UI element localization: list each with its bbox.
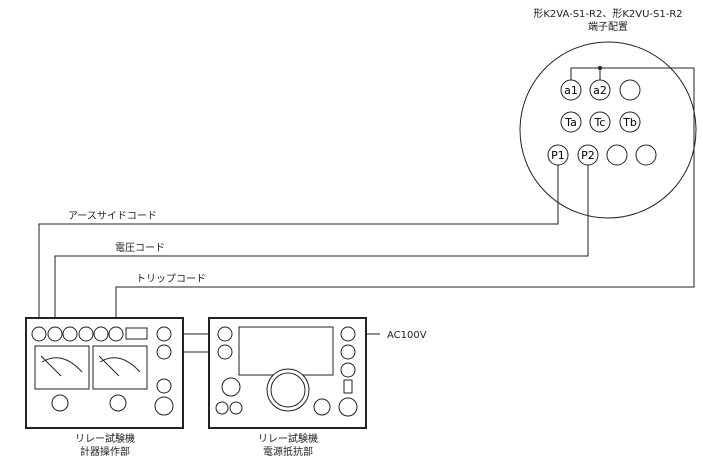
terminal-a1-label: a1	[564, 84, 578, 97]
terminal-ta-label: Ta	[564, 116, 577, 129]
voltage-cord	[54, 165, 589, 327]
voltage-cord-label: 電圧コード	[115, 242, 165, 254]
terminal-tb	[619, 111, 641, 133]
left-unit-label-1: リレー試験機	[75, 432, 135, 445]
meter-operation-unit	[25, 317, 184, 429]
terminal-p1	[547, 144, 569, 166]
title-models: 形K2VA-S1-R2、形K2VU-S1-R2	[533, 8, 682, 20]
terminal-p2-label: P2	[581, 149, 595, 162]
terminal-tc	[589, 111, 611, 133]
terminal-ta	[560, 111, 582, 133]
right-unit-label-2: 電源抵抗部	[263, 445, 313, 458]
left-unit-label-2: 計器操作部	[80, 445, 130, 458]
display	[238, 326, 334, 376]
meter	[34, 345, 90, 390]
trip-cord	[115, 67, 695, 327]
junction-dot	[598, 66, 602, 70]
terminal-p2	[577, 144, 599, 166]
ac100v-label: AC100V	[387, 330, 427, 341]
earth-cord-label: アースサイドコード	[68, 210, 157, 222]
terminal-a2-label: a2	[593, 84, 607, 97]
power-resistor-unit	[208, 317, 367, 429]
terminal-a2	[589, 79, 611, 101]
terminal-empty	[619, 79, 641, 101]
terminal-tc-label: Tc	[594, 116, 606, 129]
terminal-tb-label: Tb	[622, 116, 637, 129]
trip-cord-label: トリップコード	[136, 273, 206, 285]
right-unit-label-1: リレー試験機	[258, 432, 318, 445]
meter	[92, 345, 148, 390]
earth-side-cord	[38, 165, 559, 327]
terminal-p1-label: P1	[551, 149, 565, 162]
terminal-empty	[635, 144, 657, 166]
title-terminal-layout: 端子配置	[588, 20, 628, 33]
terminal-a1	[560, 79, 582, 101]
terminal-empty	[606, 144, 628, 166]
